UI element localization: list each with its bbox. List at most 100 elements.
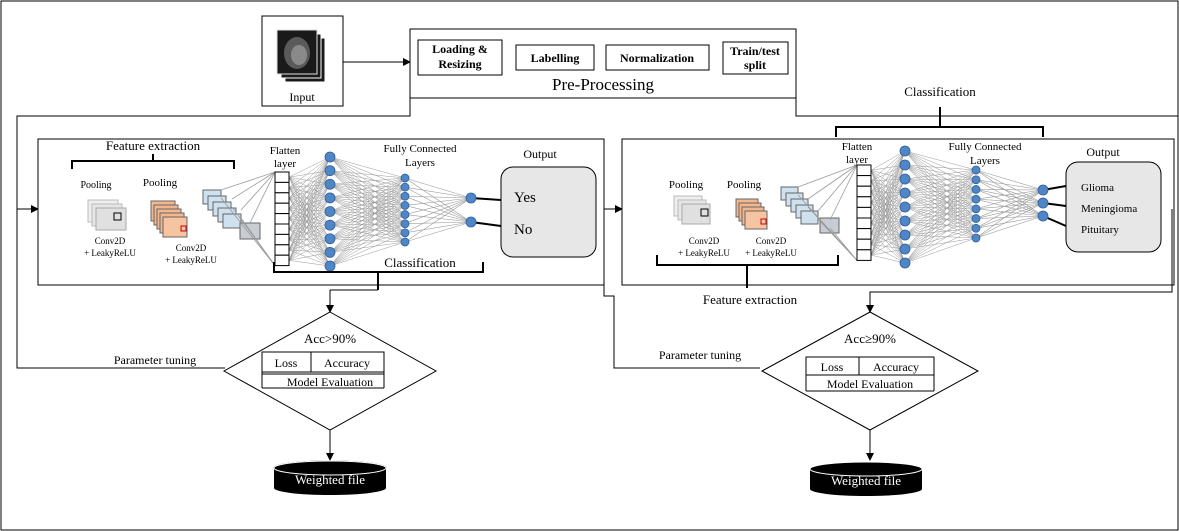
left-link	[404, 197, 472, 234]
left-link	[404, 197, 472, 224]
right-node	[899, 215, 911, 227]
right-link	[904, 179, 977, 250]
left-link	[288, 260, 331, 267]
right-link	[975, 189, 1044, 239]
preprocessing-block: Loading & Resizing Labelling Normalizati…	[409, 28, 797, 99]
left-link	[288, 177, 331, 267]
left-link	[288, 197, 331, 240]
left-link	[404, 221, 472, 234]
left-link	[329, 186, 406, 253]
right-node	[899, 201, 911, 213]
right-link	[870, 150, 906, 203]
right-output-box	[1065, 161, 1162, 253]
left-node	[324, 165, 336, 177]
left-link	[288, 184, 331, 199]
left-link	[288, 239, 331, 253]
left-link	[288, 184, 331, 261]
right-link	[904, 192, 977, 210]
left-node	[324, 192, 336, 204]
mri-stack-image	[276, 29, 326, 83]
left-flow-line	[16, 86, 411, 369]
right-link	[870, 192, 906, 256]
left-weighted-label: Weighted file	[295, 472, 365, 487]
left-link	[288, 184, 331, 219]
right-link	[904, 178, 977, 239]
left-feature-extraction-label: Feature extraction	[106, 138, 201, 153]
left-link	[288, 156, 331, 178]
right-feature-extraction-label: Feature extraction	[703, 292, 798, 307]
right-link	[870, 150, 906, 245]
right-link	[904, 179, 977, 194]
right-link	[975, 198, 1044, 204]
left-link	[329, 196, 406, 239]
left-link	[329, 170, 406, 188]
right-weighted-label: Weighted file	[831, 473, 901, 488]
left-link	[288, 197, 331, 230]
right-node	[899, 159, 911, 171]
left-link	[288, 224, 331, 261]
right-link	[904, 228, 977, 236]
right-link	[904, 198, 977, 208]
right-link	[904, 178, 977, 229]
right-link	[870, 178, 906, 192]
left-link	[288, 208, 331, 267]
right-link	[870, 150, 906, 182]
left-flatten-cell	[274, 202, 290, 215]
left-link	[288, 156, 331, 251]
right-link	[870, 150, 906, 171]
right-node	[899, 257, 911, 269]
left-fc-line1: Fully Connected	[383, 143, 457, 155]
right-link	[904, 169, 977, 194]
right-accuracy-label: Accuracy	[873, 360, 919, 374]
left-link	[288, 228, 331, 253]
right-link	[870, 223, 906, 250]
right-loss-label: Loss	[821, 360, 844, 374]
left-link	[329, 232, 406, 267]
left-link	[329, 177, 406, 199]
right-link	[904, 169, 977, 208]
left-link	[329, 184, 406, 188]
left-link	[288, 211, 331, 261]
right-neural-network	[797, 145, 1067, 269]
right-decision-label: Acc≥90%	[844, 331, 896, 346]
right-link	[870, 164, 906, 235]
right-link	[870, 164, 906, 224]
right-link	[975, 169, 1044, 217]
right-link	[870, 164, 906, 203]
right-link	[870, 170, 906, 180]
right-link	[904, 179, 977, 208]
right-link	[870, 178, 906, 235]
left-link	[288, 197, 331, 251]
right-fc-line2: Layers	[970, 155, 1000, 167]
right-node	[971, 204, 981, 214]
right-link	[904, 208, 977, 264]
right-fmap-link	[829, 164, 858, 221]
right-link	[870, 150, 906, 192]
right-link	[904, 169, 977, 222]
left-fmap-link	[240, 171, 276, 211]
right-param-tuning-label: Parameter tuning	[659, 348, 741, 362]
right-link	[870, 150, 906, 213]
left-link	[288, 184, 331, 251]
right-node	[971, 185, 981, 194]
right-link	[904, 178, 977, 219]
right-node	[899, 173, 911, 185]
right-link	[904, 150, 977, 171]
right-link	[904, 178, 977, 180]
right-classification-bracket	[835, 126, 1044, 137]
left-weighted-file: Weighted file	[273, 460, 387, 495]
right-link	[904, 189, 977, 208]
left-link	[288, 156, 331, 199]
right-link	[975, 189, 1044, 204]
right-fc-line1: Fully Connected	[948, 141, 1022, 153]
left-flatten-cell	[274, 171, 290, 183]
left-link	[288, 170, 331, 251]
right-flatten-layer	[856, 164, 872, 261]
right-link	[904, 169, 977, 180]
preprocessing-title: Pre-Processing	[552, 75, 654, 94]
right-node	[899, 187, 911, 199]
right-link	[870, 192, 906, 224]
left-node	[400, 191, 410, 201]
right-conv2-line1: Conv2D	[756, 236, 787, 246]
left-metric-box	[261, 351, 385, 373]
